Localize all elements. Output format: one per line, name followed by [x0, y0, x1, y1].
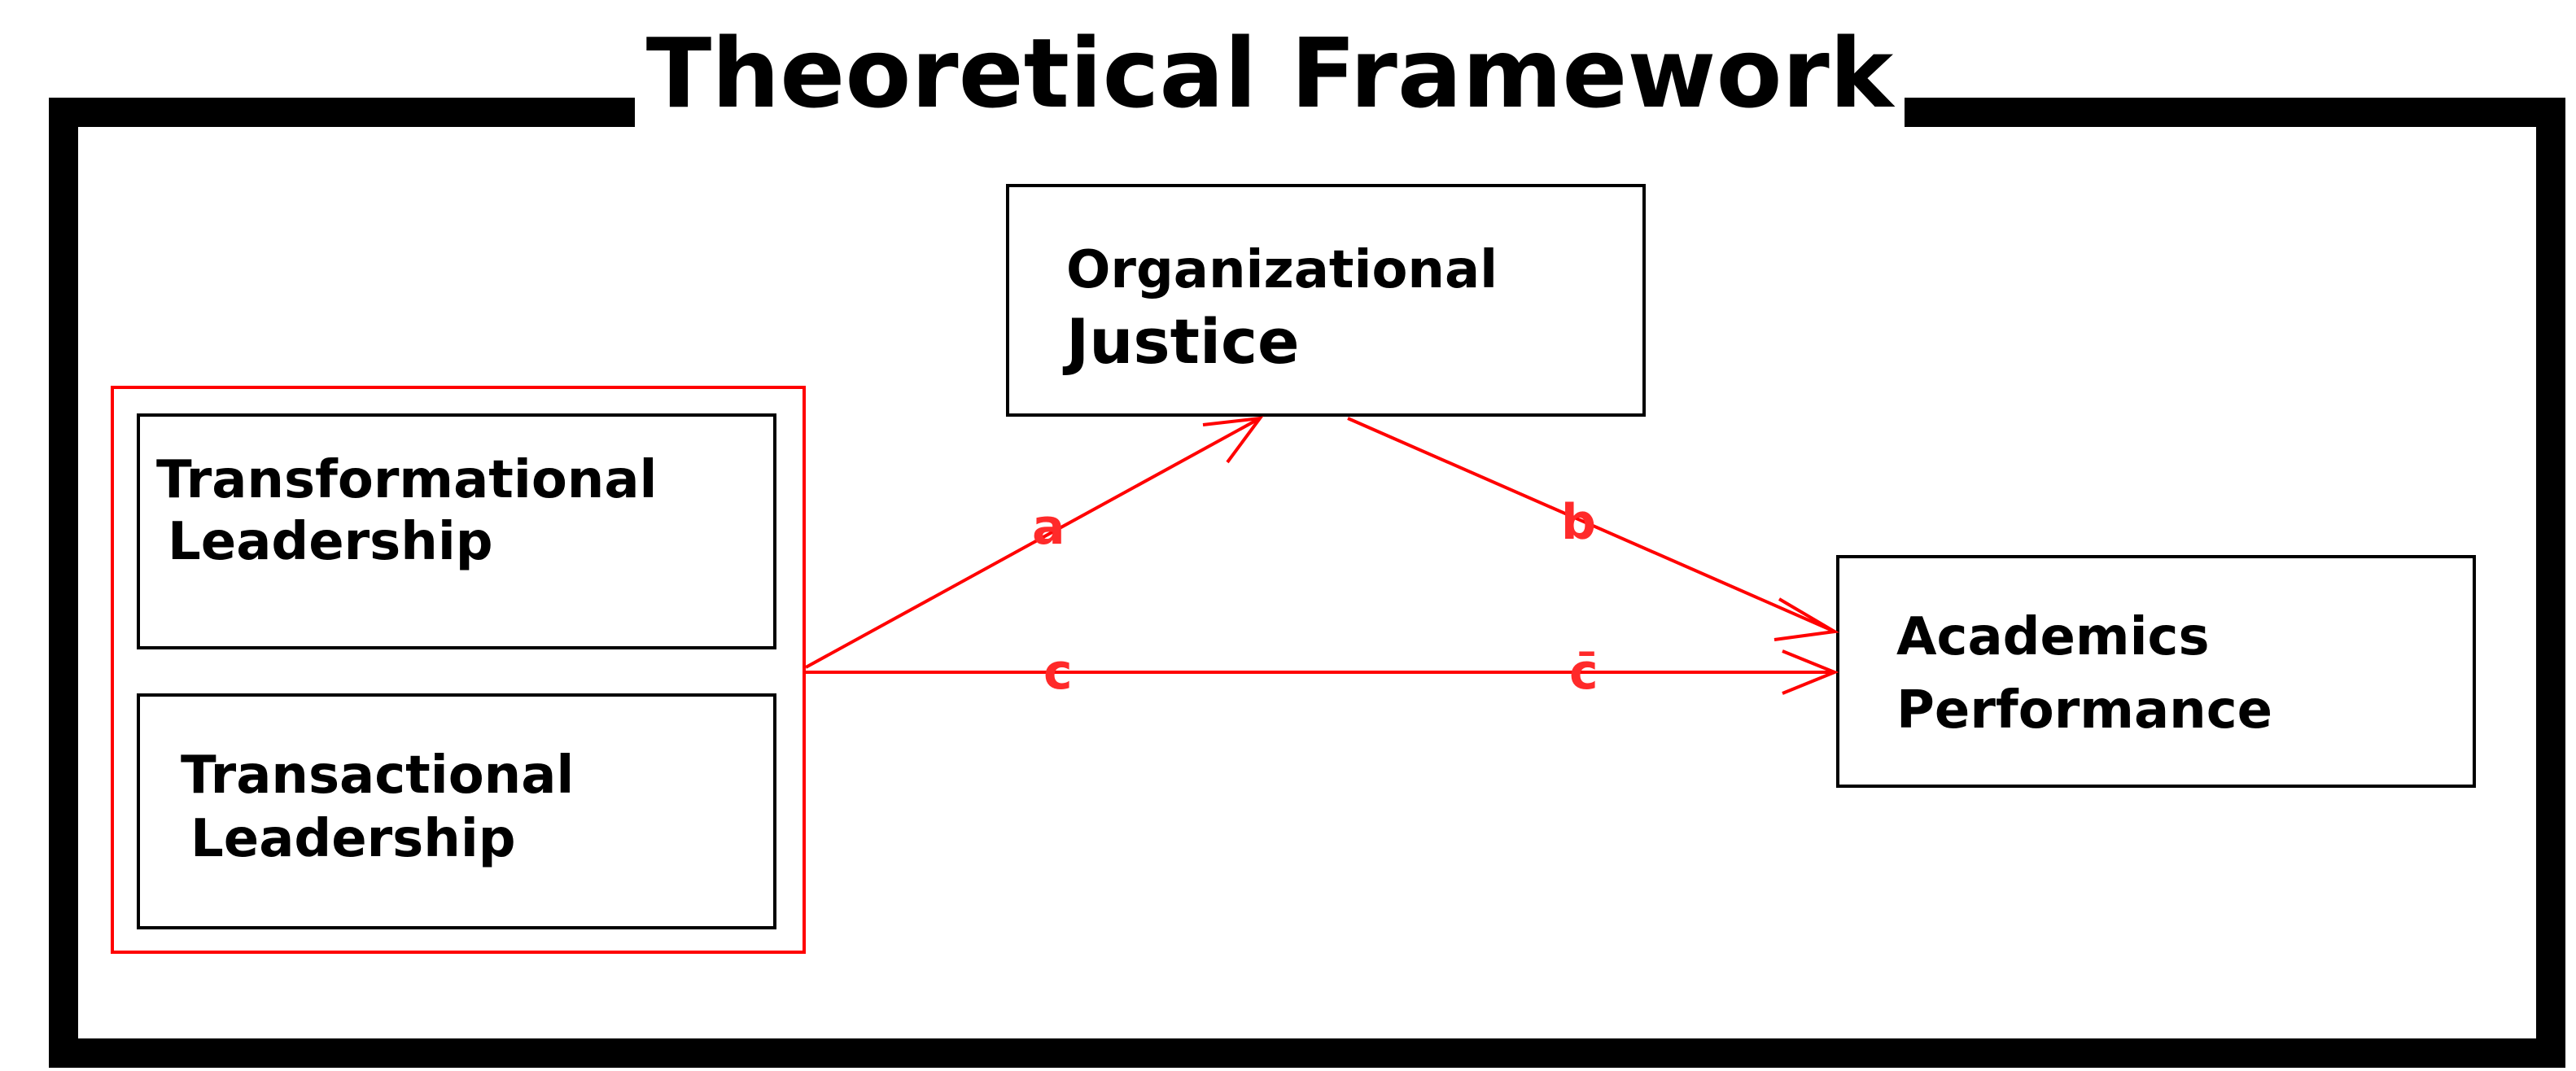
transformational-line1: Transformational — [156, 450, 658, 510]
path-c-arrowhead — [1782, 649, 1839, 695]
path-a-arrow — [805, 417, 1261, 669]
justice-line1: Organizational — [1066, 240, 1498, 300]
path-a-arrowhead — [1202, 416, 1264, 464]
transformational-leadership-box: Transformational Leadership — [137, 413, 776, 649]
path-b-arrow — [1347, 417, 1835, 633]
path-c-label: c — [1043, 644, 1073, 701]
transformational-line2: Leadership — [168, 512, 493, 572]
path-a-label: a — [1032, 499, 1065, 556]
performance-line1: Academics — [1896, 607, 2210, 667]
diagram-title: Theoretical Framework — [635, 16, 1905, 130]
path-b-arrowhead — [1773, 597, 1839, 641]
justice-line2: Justice — [1066, 305, 1300, 378]
path-b-label: b — [1561, 494, 1596, 551]
academics-performance-box: Academics Performance — [1836, 555, 2476, 788]
path-c-prime-label: c̄ — [1569, 644, 1599, 701]
transactional-leadership-box: Transactional Leadership — [137, 693, 776, 929]
leadership-group-box — [111, 386, 806, 954]
organizational-justice-box: Organizational Justice — [1006, 184, 1646, 417]
performance-line2: Performance — [1896, 680, 2273, 741]
transactional-line1: Transactional — [181, 745, 575, 806]
transactional-line2: Leadership — [190, 809, 516, 869]
